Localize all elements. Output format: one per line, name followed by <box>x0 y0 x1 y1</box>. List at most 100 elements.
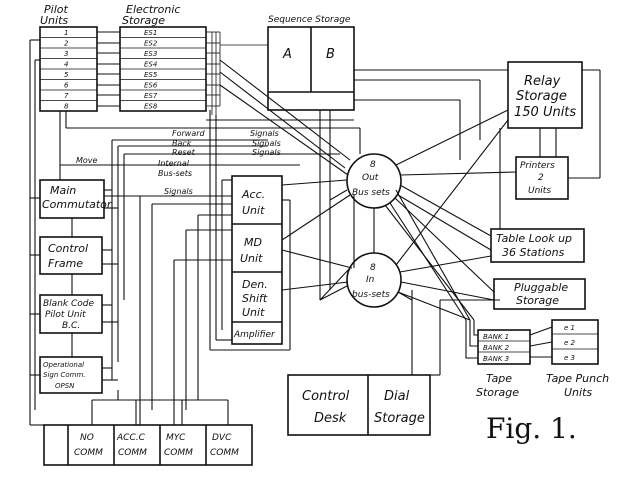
label-internal-1: Internal <box>158 159 190 168</box>
tape-punch-unit-2: e 2 <box>564 339 576 347</box>
comm-myc-line-2: COMM <box>164 448 193 458</box>
tape-punch-line-1: Tape Punch <box>546 372 609 385</box>
main-commutator-line-1: Main <box>50 184 76 197</box>
den-shift-line-2: Shift <box>242 292 268 305</box>
comm-no-line-1: NO <box>80 433 94 443</box>
label-signals-3: Signals <box>252 148 281 157</box>
in-bus-line-1: 8 <box>370 263 376 273</box>
in-bus-line-2: In <box>366 275 375 285</box>
wiring <box>29 39 601 426</box>
out-bus-line-1: 8 <box>370 160 376 170</box>
comm-accc-line-1: ACC.C <box>116 433 146 443</box>
tape-storage-line-2: Storage <box>476 386 519 399</box>
pilot-unit-5: 5 <box>64 71 69 79</box>
acc-unit-line-2: Unit <box>242 204 265 217</box>
figure-caption: Fig. 1. <box>486 412 577 445</box>
sequence-storage-a: A <box>282 47 292 62</box>
tape-connections <box>465 320 553 359</box>
electronic-storage-title-1: Electronic <box>126 3 180 16</box>
blank-code-block: Blank Code Pilot Unit B.C. <box>39 294 103 334</box>
operational-sign-line-2: Sign Comm. <box>43 371 86 379</box>
label-internal-2: Bus-sets <box>158 169 192 178</box>
relay-storage-line-2: Storage <box>516 89 567 104</box>
electronic-storage-block: Electronic Storage ES1 ES2 ES3 ES4 ES5 E… <box>119 3 207 112</box>
tape-storage-line-1: Tape <box>486 372 512 385</box>
tape-bank-2: BANK 2 <box>483 344 510 352</box>
pilot-unit-2: 2 <box>64 40 69 48</box>
relay-storage-block: Relay Storage 150 Units <box>507 61 583 129</box>
out-bus-line-3: Bus sets <box>352 188 390 198</box>
comm-myc-line-1: MYC <box>166 433 186 443</box>
pilot-to-es-wires <box>97 31 120 107</box>
den-shift-line-3: Unit <box>242 306 265 319</box>
relay-storage-line-3: 150 Units <box>514 105 576 120</box>
tape-punch-unit-3: e 3 <box>564 354 575 362</box>
comm-dvc-line-2: COMM <box>210 448 239 458</box>
comm-no-line-2: COMM <box>74 448 103 458</box>
printers-line-1: Printers <box>520 161 555 171</box>
in-bus-sets: 8 In bus-sets <box>346 252 402 308</box>
blank-code-line-1: Blank Code <box>43 299 94 309</box>
pilot-units-title-1: Pilot <box>44 3 68 16</box>
operational-sign-line-3: OPSN <box>55 382 75 390</box>
label-back: Back <box>172 139 192 148</box>
md-unit-line-1: MD <box>244 236 262 249</box>
den-shift-line-1: Den. <box>242 278 268 291</box>
pluggable-line-1: Pluggable <box>514 281 568 294</box>
label-signals-1: Signals <box>250 129 279 138</box>
pilot-units-block: Pilot Units 1 2 3 4 5 6 7 8 <box>39 3 98 112</box>
dial-storage-line-1: Dial <box>384 389 410 404</box>
pluggable-line-2: Storage <box>516 294 559 307</box>
main-commutator-line-2: Commutator <box>42 198 113 211</box>
control-frame-block: Control Frame <box>39 236 103 275</box>
tape-punch-line-2: Units <box>564 386 592 399</box>
es-row-3: ES3 <box>144 50 157 58</box>
dial-storage-line-2: Storage <box>374 411 425 426</box>
label-signals-left: Signals <box>164 187 193 196</box>
operational-sign-line-1: Operational <box>43 361 84 369</box>
es-row-7: ES7 <box>144 92 158 100</box>
es-row-4: ES4 <box>144 61 157 69</box>
sequence-storage-title: Sequence Storage <box>268 15 351 25</box>
pilot-unit-4: 4 <box>64 61 68 69</box>
control-frame-line-1: Control <box>48 242 88 255</box>
es-row-1: ES1 <box>144 29 157 37</box>
tape-bank-1: BANK 1 <box>483 333 509 341</box>
sequence-storage-block: Sequence Storage A B <box>267 15 355 111</box>
table-lookup-line-1: Table Look up <box>496 232 572 245</box>
control-desk-line-1: Control <box>302 389 350 404</box>
label-move: Move <box>76 156 98 165</box>
es-row-8: ES8 <box>144 103 158 111</box>
pilot-unit-8: 8 <box>64 103 69 111</box>
control-desk-block <box>287 374 431 436</box>
es-row-5: ES5 <box>144 71 158 79</box>
relay-storage-line-1: Relay <box>524 74 561 89</box>
comm-dvc-line-1: DVC <box>212 433 232 443</box>
in-bus-line-3: bus-sets <box>352 290 390 300</box>
control-frame-line-2: Frame <box>48 257 83 270</box>
es-row-6: ES6 <box>144 82 158 90</box>
sequence-storage-b: B <box>326 47 335 62</box>
blank-code-line-2: Pilot Unit <box>45 310 86 320</box>
label-forward: Forward <box>172 129 206 138</box>
comm-row <box>43 424 253 466</box>
pilot-units-title-2: Units <box>40 14 68 27</box>
printers-line-2: 2 <box>538 173 544 183</box>
printers-block: Printers 2 Units <box>515 156 569 200</box>
control-desk-line-2: Desk <box>314 411 347 426</box>
blank-code-line-3: B.C. <box>62 321 80 331</box>
amplifier-label: Amplifier <box>233 330 276 340</box>
table-lookup-line-2: 36 Stations <box>502 246 565 259</box>
tape-punch-unit-1: e 1 <box>564 324 575 332</box>
pluggable-storage-block: Pluggable Storage <box>493 278 586 310</box>
comm-accc-line-2: COMM <box>118 448 147 458</box>
tape-storage-block <box>477 329 531 365</box>
es-row-2: ES2 <box>144 40 158 48</box>
pilot-unit-3: 3 <box>64 50 68 58</box>
tape-bank-3: BANK 3 <box>483 355 509 363</box>
out-bus-line-2: Out <box>362 173 379 183</box>
label-signals-2: Signals <box>252 139 281 148</box>
es-output-wires <box>206 31 268 115</box>
electronic-storage-title-2: Storage <box>122 14 165 27</box>
pilot-unit-1: 1 <box>64 29 68 37</box>
